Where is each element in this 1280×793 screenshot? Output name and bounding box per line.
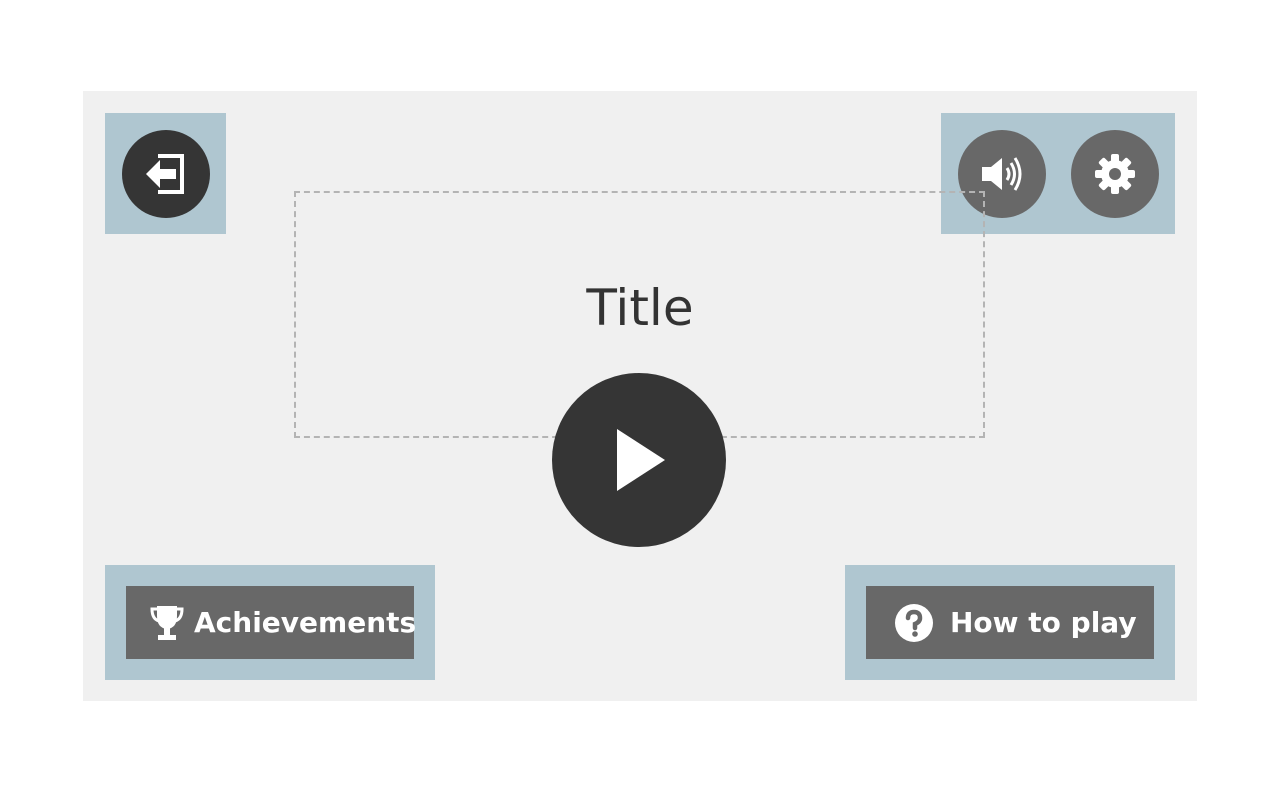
audio-button[interactable] xyxy=(958,130,1046,218)
gear-icon xyxy=(1095,154,1135,194)
speaker-icon xyxy=(982,157,1022,191)
game-stage: Title Achievements xyxy=(83,91,1197,701)
exit-zone xyxy=(105,113,226,234)
exit-button[interactable] xyxy=(122,130,210,218)
trophy-icon xyxy=(150,604,184,642)
top-right-controls-zone xyxy=(941,113,1175,234)
play-icon xyxy=(617,429,665,491)
game-title: Title xyxy=(586,279,694,337)
how-to-play-label: How to play xyxy=(950,606,1137,639)
how-to-play-button[interactable]: How to play xyxy=(866,586,1154,659)
achievements-label: Achievements xyxy=(194,606,417,639)
play-button[interactable] xyxy=(552,373,726,547)
exit-icon xyxy=(146,154,184,194)
question-circle-icon xyxy=(894,603,934,643)
how-to-play-zone: How to play xyxy=(845,565,1175,680)
achievements-zone: Achievements xyxy=(105,565,435,680)
settings-button[interactable] xyxy=(1071,130,1159,218)
achievements-button[interactable]: Achievements xyxy=(126,586,417,659)
